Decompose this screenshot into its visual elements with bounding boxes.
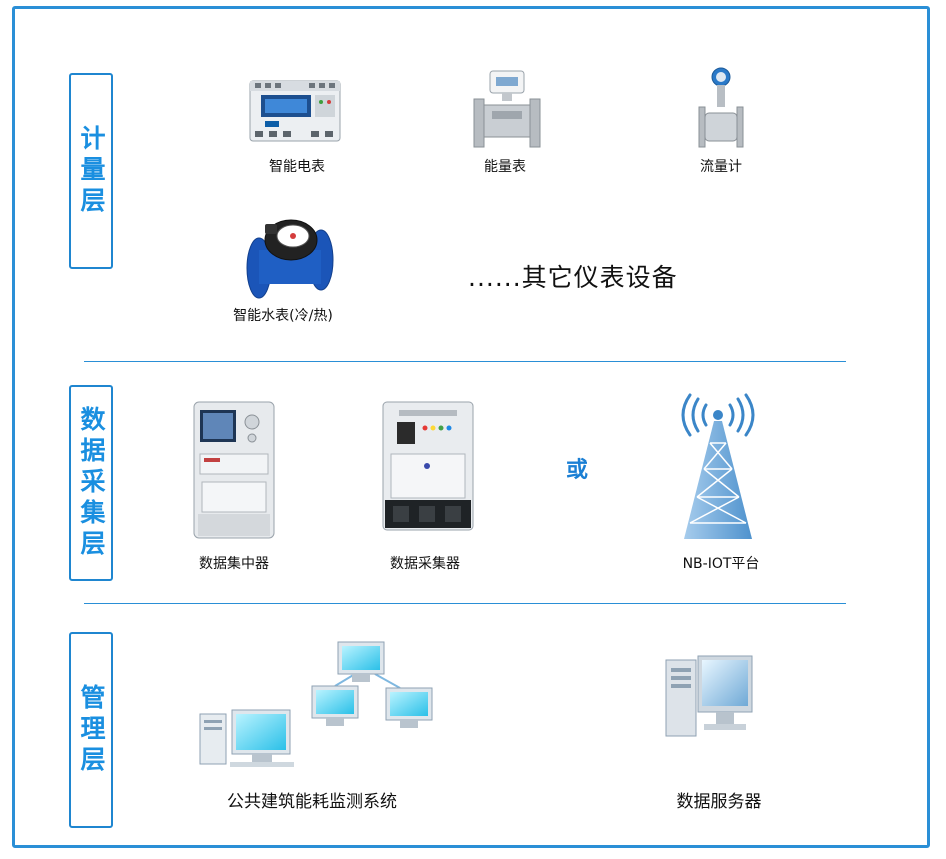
layer-box-collection: 数据采集层 (69, 385, 113, 581)
layer-box-metering: 计量层 (69, 73, 113, 269)
outer-frame (12, 6, 930, 848)
label-monitoring-system: 公共建筑能耗监测系统 (227, 792, 397, 812)
layer-title-metering: 计量层 (77, 124, 106, 218)
label-nbiot-platform: NB-IOT平台 (682, 556, 760, 572)
layer-title-management: 管理层 (77, 683, 106, 777)
divider-top (84, 361, 846, 362)
monitoring-system-network-icon (199, 641, 433, 767)
label-flow-meter: 流量计 (700, 159, 742, 175)
label-smart-water-meter: 智能水表(冷/热) (233, 308, 333, 324)
label-data-concentrator: 数据集中器 (199, 556, 269, 572)
smart-water-meter-icon (246, 219, 334, 299)
label-energy-meter: 能量表 (484, 159, 526, 175)
data-concentrator-icon (193, 401, 275, 539)
energy-meter-icon (473, 70, 541, 148)
flow-meter-icon (698, 67, 744, 148)
layer-box-management: 管理层 (69, 632, 113, 828)
smart-electric-meter-icon (249, 80, 341, 142)
data-collector-icon (382, 401, 474, 531)
divider-bottom (84, 603, 846, 604)
other-devices-text: ......其它仪表设备 (468, 263, 678, 292)
layer-title-collection: 数据采集层 (77, 405, 106, 561)
label-smart-electric-meter: 智能电表 (269, 159, 325, 175)
label-data-server: 数据服务器 (676, 792, 762, 812)
data-server-icon (665, 655, 753, 737)
or-connector-text: 或 (566, 458, 589, 483)
nbiot-tower-icon (681, 393, 755, 539)
label-data-collector: 数据采集器 (390, 556, 460, 572)
